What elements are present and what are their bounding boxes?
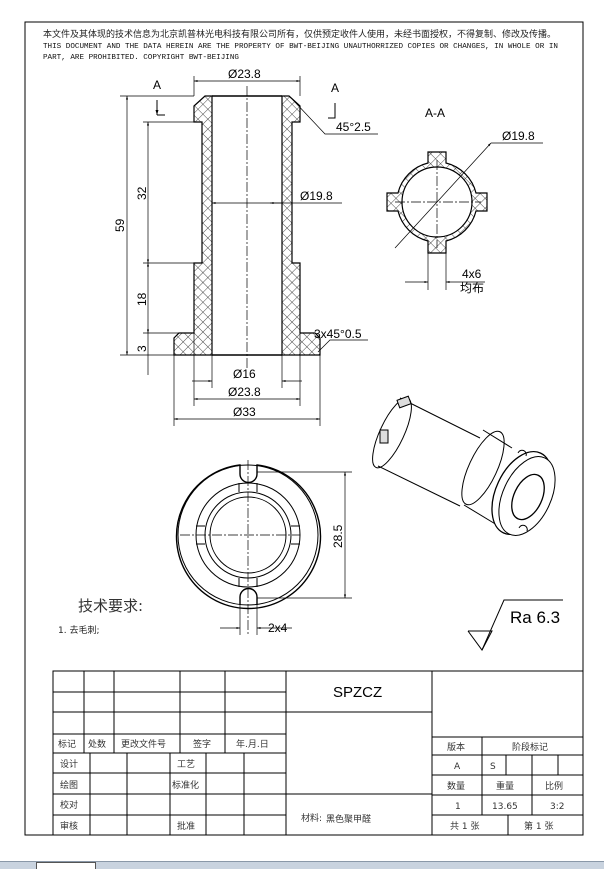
approval-standard: 标准化 [172,779,199,791]
taskbar-strip [0,861,604,869]
requirements-title: 技术要求: [78,597,143,615]
stage-value: S [490,762,496,772]
weight-label: 重量 [496,780,514,792]
qty-label: 数量 [447,780,465,792]
rev-header-date: 年.月.日 [236,738,269,750]
scale-label: 比例 [545,780,563,792]
title-block: SPZCZ 材料: 黑色聚甲醛 标记 处数 更改文件号 签字 年.月.日 设计 … [52,670,584,836]
copyright-notice-en-2: PART, ARE PROHIBITED. COPYRIGHT BWT-BEIJ… [43,54,239,62]
rev-header-doc: 更改文件号 [121,738,166,750]
rev-header-sign: 签字 [193,738,211,750]
dim-upper-height: 32 [135,186,149,200]
bottom-dim-slot: 2x4 [268,621,288,635]
scale-value: 3:2 [550,802,564,812]
qty-value: 1 [455,802,461,812]
approval-design: 设计 [60,758,78,770]
section-view: A A Ø23.8 45°2.5 Ø19.8 59 32 18 3 3x45°0… [113,67,378,426]
version-label: 版本 [447,741,465,753]
bottom-dim-height: 28.5 [331,524,345,548]
material-value: 黑色聚甲醛 [326,813,371,825]
dim-flange-diameter: Ø33 [233,405,256,419]
section-aa-title: A-A [425,106,445,120]
dim-top-chamfer: 45°2.5 [336,120,371,134]
sheets-total: 共 1 张 [450,821,479,832]
dim-flange-height: 3 [135,345,149,352]
isometric-view [372,395,556,536]
approval-check: 校对 [60,799,78,811]
part-name: SPZCZ [333,684,382,701]
approval-process: 工艺 [177,759,195,770]
cut-label-left: A [153,78,161,92]
dim-top-diameter: Ø23.8 [228,67,261,81]
aa-dim-diameter: Ø19.8 [502,129,535,143]
cut-label-right: A [331,81,339,95]
dim-bore-diameter: Ø16 [233,367,256,381]
rev-header-mark: 标记 [58,738,76,750]
drawing-frame [24,21,584,836]
requirement-item: 1. 去毛刺; [58,624,99,636]
right-wall-section [281,95,321,356]
approval-drawing: 绘图 [60,779,78,791]
dim-total-height: 59 [113,218,127,232]
aa-dim-lugs-note: 均布 [460,281,484,295]
dim-inner-diameter: Ø19.8 [300,189,333,203]
left-wall-section [173,95,213,356]
weight-value: 13.65 [492,802,518,812]
dim-bottom-chamfer: 3x45°0.5 [314,327,362,341]
stage-label: 阶段标记 [512,741,548,753]
copyright-notice-en-1: THIS DOCUMENT AND THE DATA HEREIN ARE TH… [43,43,558,51]
section-a-a: A-A Ø19.8 4x6 均布 [386,106,543,295]
aa-dim-lugs: 4x6 [462,267,482,281]
material-label: 材料: [301,812,322,824]
approval-review: 审核 [60,820,78,832]
taskbar-tab[interactable] [36,862,96,869]
surface-finish-label: Ra 6.3 [510,608,560,627]
bottom-view: 28.5 2x4 [175,460,352,635]
dim-body-diameter: Ø23.8 [228,385,261,399]
rev-header-count: 处数 [88,738,106,750]
version-value: A [454,762,461,772]
surface-finish-symbol: Ra 6.3 [467,599,563,651]
dim-lower-height: 18 [135,292,149,306]
approval-approve: 批准 [177,820,195,832]
copyright-notice-cn: 本文件及其体现的技术信息为北京凯普林光电科技有限公司所有，仅供预定收件人使用，未… [43,28,556,40]
sheet-number: 第 1 张 [524,820,553,832]
